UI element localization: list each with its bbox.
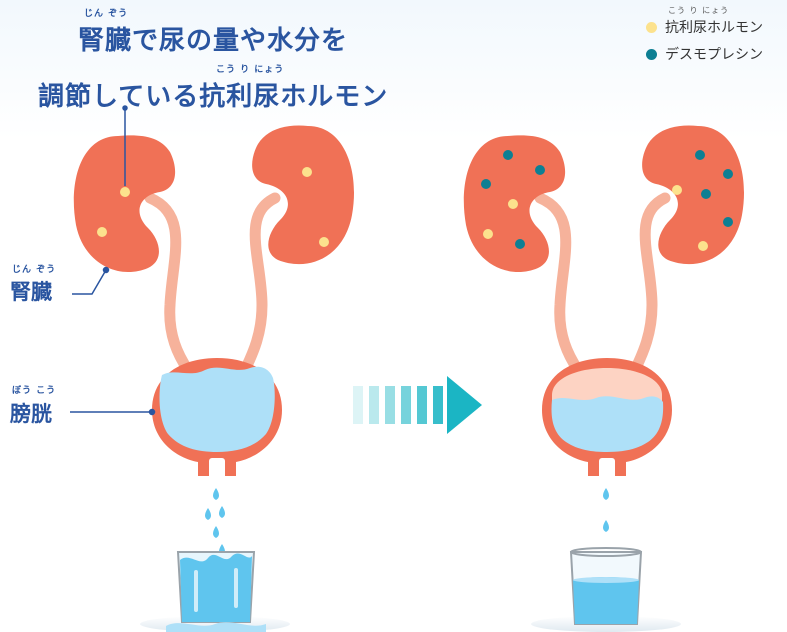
glass-icon <box>531 547 681 632</box>
left-bladder-urine <box>159 366 275 452</box>
hormone-dot <box>508 199 518 209</box>
left-urethra <box>209 458 225 480</box>
hormone-dot <box>672 185 682 195</box>
glass-icon <box>140 551 290 632</box>
water-drop-icon <box>213 526 219 538</box>
legend-item-hormone: 抗利尿ホルモン <box>646 17 763 37</box>
hormone-dot <box>120 187 130 197</box>
title-ruby-jinzou: じん ぞう <box>84 9 129 19</box>
left-urinary-system <box>73 125 355 632</box>
legend-label-hormone: 抗利尿ホルモン <box>665 20 763 36</box>
left-ureter-left <box>144 192 194 376</box>
hormone-dot <box>319 237 329 247</box>
hormone-dot-icon <box>646 21 657 33</box>
left-kidney-a <box>73 135 176 273</box>
kidney-label: 腎臓 <box>10 280 52 304</box>
bladder-label-ruby: ぼう こう <box>12 386 57 396</box>
title-ruby-kouri: こう り にょう <box>216 65 285 75</box>
hormone-dot <box>97 227 107 237</box>
right-kidney-b <box>642 125 745 265</box>
legend-ruby: こう り にょう <box>668 6 730 15</box>
hormone-dot <box>302 167 312 177</box>
right-bladder-urine <box>551 396 664 452</box>
desmopressin-dot <box>535 165 545 175</box>
desmopressin-dot <box>723 169 733 179</box>
page-title-line2: 調節している抗利尿ホルモン <box>38 82 389 112</box>
bladder-label: 膀胱 <box>10 402 52 426</box>
hormone-dot <box>698 241 708 251</box>
legend-label-desmopressin: デスモプレシン <box>665 47 763 63</box>
callout-lines <box>70 105 156 416</box>
right-urinary-system <box>463 125 745 632</box>
water-drop-icon <box>219 506 225 518</box>
right-urethra <box>599 458 615 480</box>
water-drop-icon <box>213 488 219 500</box>
left-ureter-right <box>239 192 281 376</box>
desmopressin-dot <box>695 150 705 160</box>
water-drop-icon <box>603 520 609 532</box>
desmopressin-dot <box>701 189 711 199</box>
page-title-line1: 腎臓で尿の量や水分を <box>78 26 349 56</box>
desmopressin-dot <box>515 239 525 249</box>
right-ureter-left <box>534 192 584 376</box>
legend-item-desmopressin: デスモプレシン <box>646 44 763 64</box>
water-drop-icon <box>205 508 211 520</box>
right-drops <box>603 488 609 532</box>
left-drops <box>205 488 225 556</box>
hormone-dot <box>483 229 493 239</box>
right-bladder-empty <box>552 368 662 402</box>
right-ureter-right <box>629 192 671 376</box>
desmopressin-dot <box>723 217 733 227</box>
kidney-label-ruby: じん ぞう <box>12 265 57 275</box>
water-drop-icon <box>603 488 609 500</box>
desmopressin-dot <box>481 179 491 189</box>
left-kidney-b <box>252 125 355 265</box>
right-arrow-icon <box>353 376 482 434</box>
desmopressin-dot <box>503 150 513 160</box>
desmopressin-dot-icon <box>646 48 657 60</box>
